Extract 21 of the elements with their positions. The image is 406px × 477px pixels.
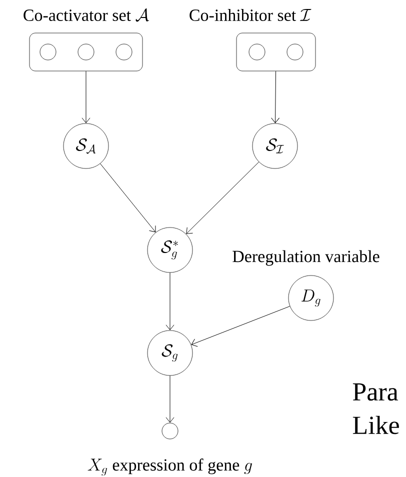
side-text: Like [352, 416, 399, 434]
node-label: $\text{Co-activator set } \mathcal{A}$ [24, 8, 150, 22]
member-circle [286, 44, 304, 60]
arrow [82, 70, 90, 124]
node-caption: Deregulation variable [232, 250, 380, 266]
arrow [186, 162, 260, 234]
set-box: $\text{Co-activator set } \mathcal{A}$ [24, 8, 150, 72]
arrow [166, 375, 174, 423]
member-circle [40, 44, 56, 60]
set-box: $\text{Co-inhibitor set } \mathcal{I}$ [190, 9, 316, 72]
arrow [191, 306, 290, 347]
member-circle [78, 44, 94, 60]
arrow [100, 163, 156, 232]
member-circle [116, 44, 132, 60]
side-text: Para [352, 383, 398, 401]
arrow [271, 70, 280, 124]
node-caption: $X_g \text{ expression of gene } g$ [88, 458, 252, 476]
member-circle [248, 44, 266, 60]
node-label: $\text{Co-inhibitor set } \mathcal{I}$ [190, 9, 312, 21]
observed-circle [162, 422, 178, 440]
arrow [166, 272, 174, 330]
